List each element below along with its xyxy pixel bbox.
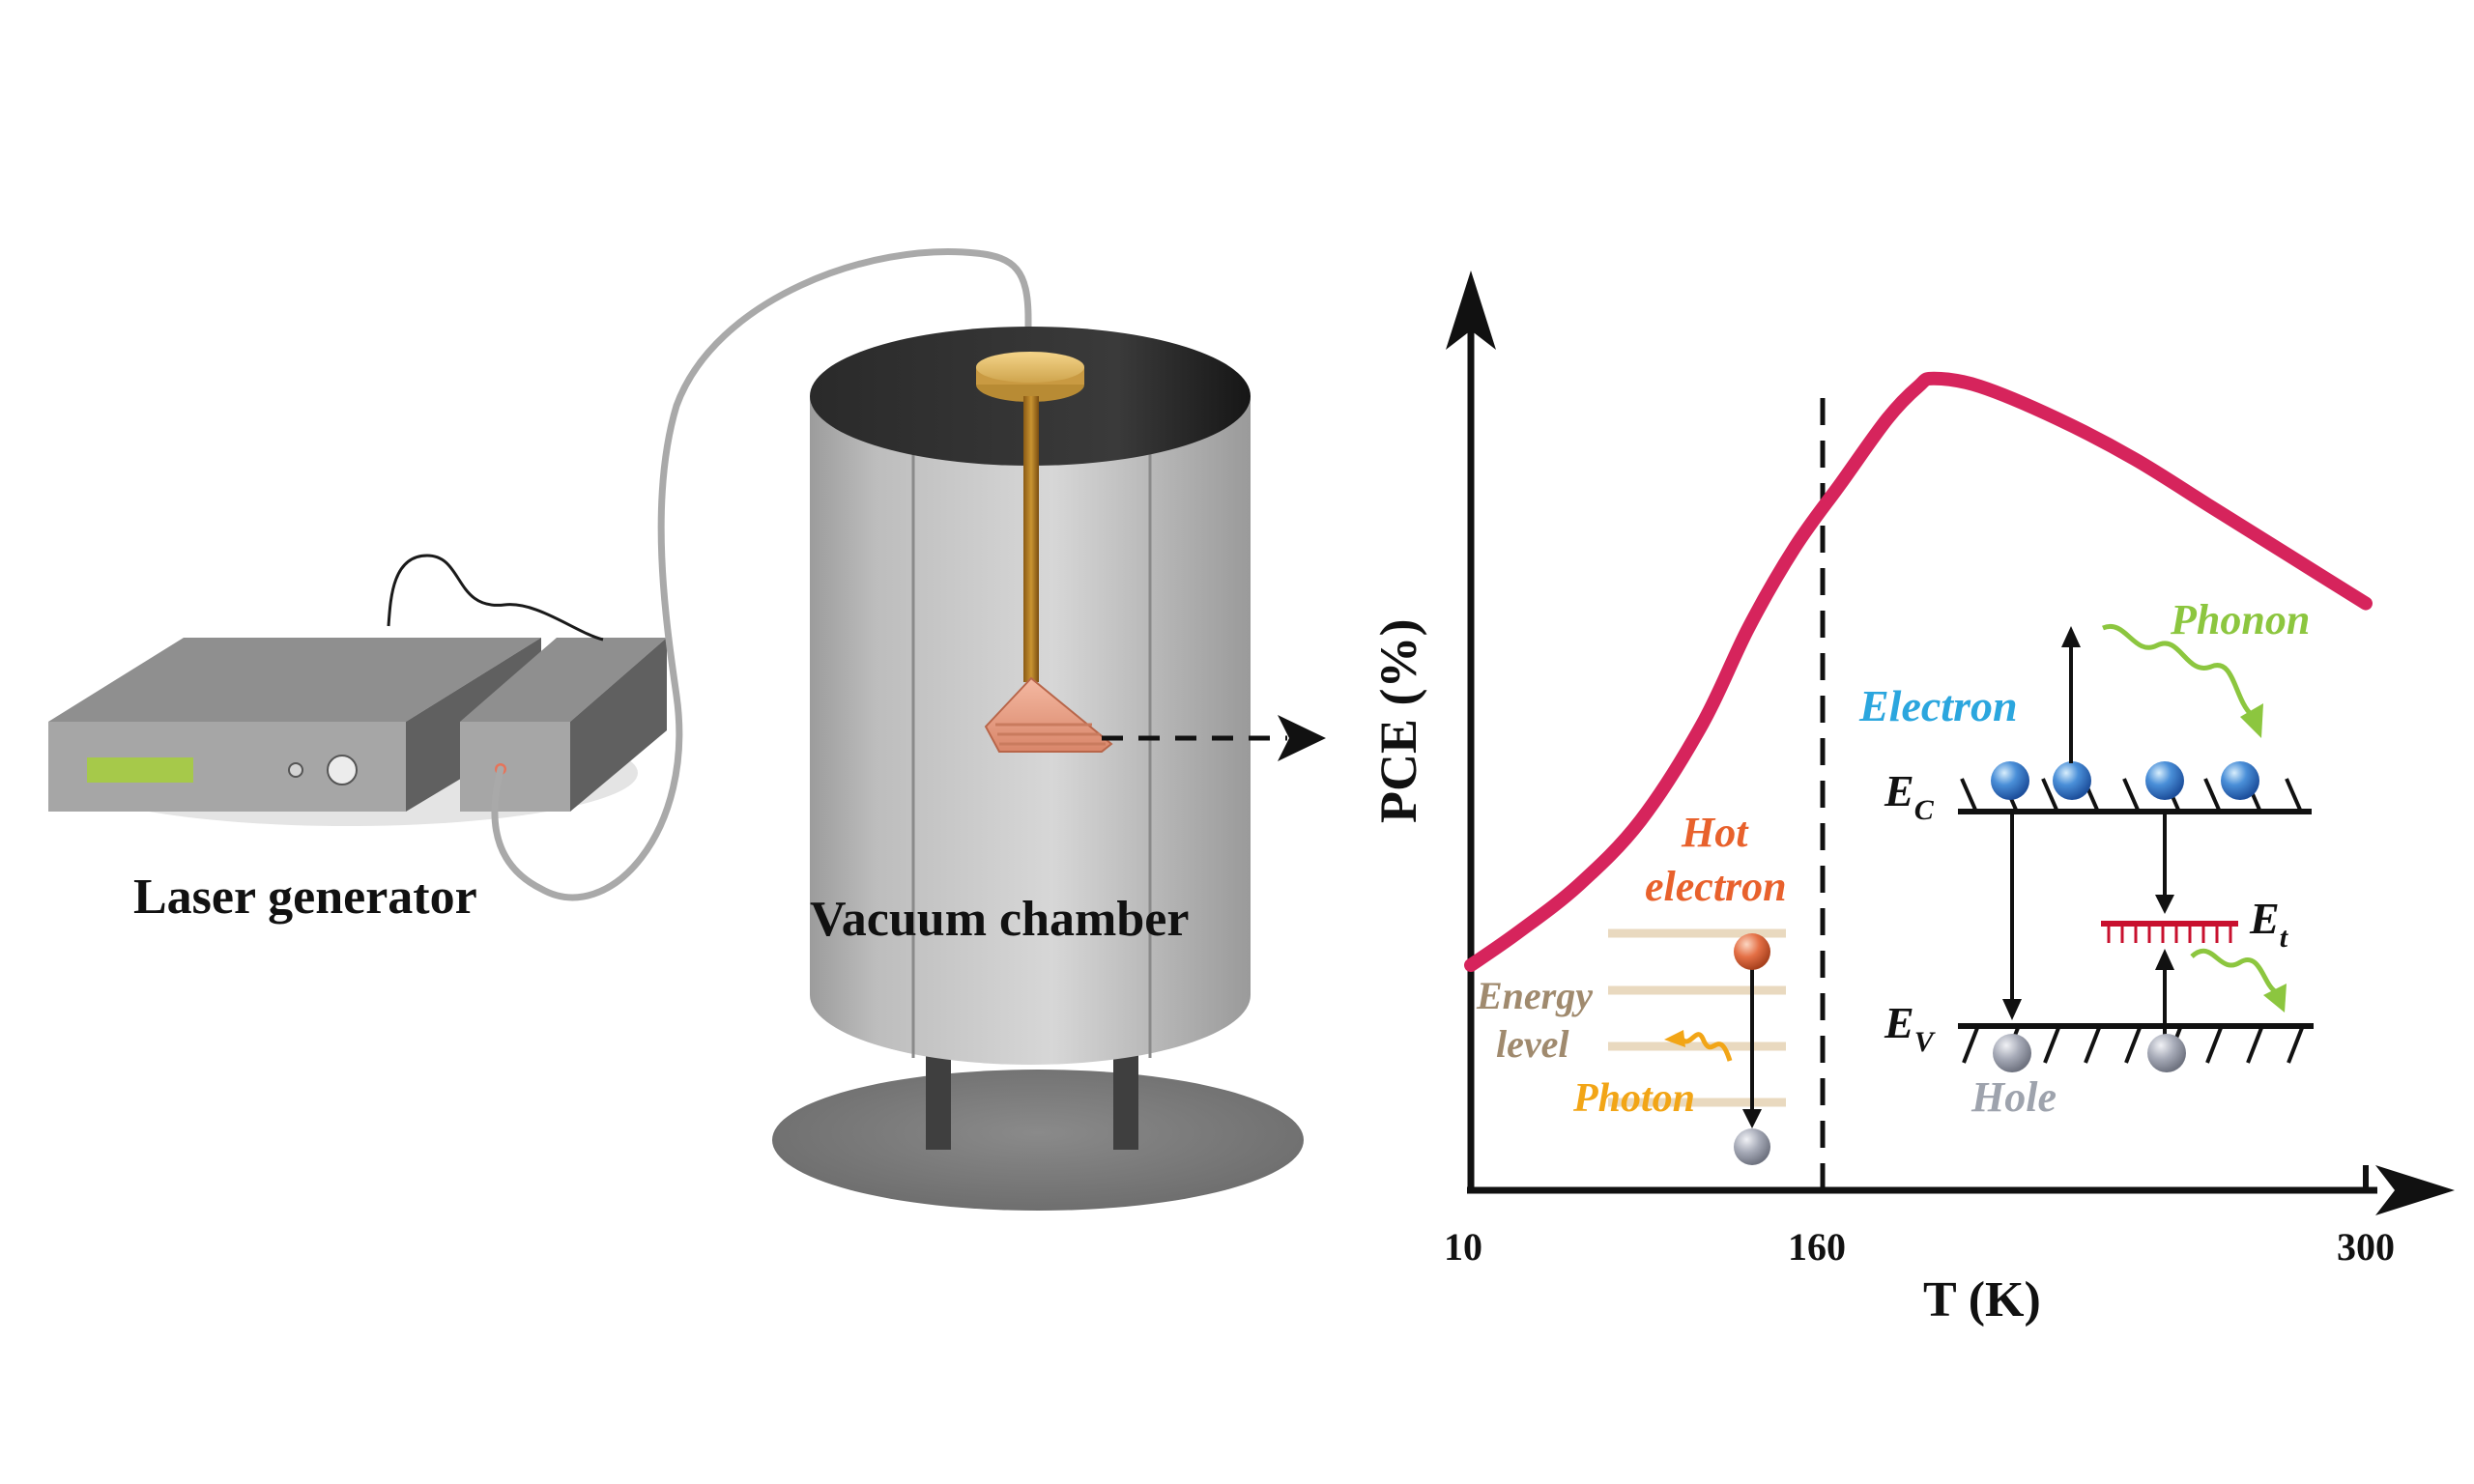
electron-ball-4 — [2221, 761, 2259, 800]
laser-box-top — [48, 638, 541, 722]
electron-label: Electron — [1858, 681, 2018, 730]
laser-large-knob — [327, 755, 358, 785]
et-label: Et — [2249, 894, 2289, 954]
electron-ball-3 — [2145, 761, 2184, 800]
hot-electron-label-line1: Hot — [1681, 809, 1749, 856]
pce-chart — [1446, 271, 2455, 1215]
hot-electron-label-line2: electron — [1645, 863, 1787, 910]
phonon-wave-2 — [2190, 948, 2277, 994]
hot-electron-ball — [1734, 933, 1770, 970]
phonon-arrowhead — [2240, 703, 2263, 738]
zoom-arrowhead — [1278, 715, 1326, 761]
phonon-label: Phonon — [2170, 596, 2310, 643]
hole-ball-2 — [2147, 1034, 2186, 1072]
vacuum-chamber-label: Vacuum chamber — [810, 892, 1189, 947]
laser-module-side — [570, 638, 667, 812]
energy-level-label-line1: Energy — [1476, 974, 1593, 1017]
photon-label: Photon — [1572, 1076, 1695, 1121]
x-tick-label-300: 300 — [2337, 1225, 2395, 1269]
direct-recombination-arrowhead — [2002, 999, 2022, 1020]
x-tick-label-160: 160 — [1788, 1225, 1846, 1269]
chamber-leg-left — [926, 1043, 951, 1150]
relaxation-arrowhead — [1742, 1109, 1762, 1128]
hole-ball-1 — [1993, 1034, 2031, 1072]
chamber-leg-right — [1113, 1043, 1138, 1150]
energy-level-label-line2: level — [1496, 1022, 1569, 1066]
laser-generator-label: Laser generator — [133, 870, 477, 925]
sample-rod — [1023, 396, 1039, 682]
trap-capture-arrowhead — [2155, 895, 2174, 914]
electron-ball-2 — [2053, 761, 2091, 800]
y-axis-arrowhead — [1446, 271, 1496, 350]
x-axis-label: T (K) — [1923, 1272, 2041, 1327]
x-tick-label-10: 10 — [1444, 1225, 1482, 1269]
ec-label: EC — [1884, 766, 1935, 826]
laser-small-knob — [288, 762, 303, 778]
x-axis-arrowhead — [2375, 1165, 2455, 1215]
laser-module-front — [460, 722, 570, 812]
laser-display — [87, 757, 193, 783]
photon-arrowhead — [1664, 1030, 1685, 1047]
trap-release-arrowhead — [2155, 949, 2174, 970]
relaxed-electron-ball — [1734, 1128, 1770, 1165]
photon-wave — [1677, 1032, 1733, 1062]
phonon-wave — [2102, 623, 2254, 717]
excitation-arrowhead — [2061, 626, 2081, 647]
ev-label: EV — [1884, 998, 1937, 1058]
trap-level-hatch — [2107, 926, 2232, 943]
hole-label: Hole — [1971, 1073, 2057, 1121]
y-axis-label: PCE (%) — [1369, 619, 1427, 823]
chamber-base-plate — [772, 1070, 1304, 1211]
laser-generator — [48, 554, 667, 826]
optical-fiber — [491, 248, 1032, 901]
fiber-cap-top — [976, 352, 1084, 383]
electron-ball-1 — [1991, 761, 2029, 800]
band-diagram-inset — [1958, 623, 2314, 1072]
vacuum-chamber — [772, 327, 1304, 1211]
pce-curve — [1464, 371, 2373, 972]
laser-module-top — [460, 638, 667, 722]
control-wire — [387, 554, 604, 642]
phonon-arrowhead-2 — [2263, 984, 2287, 1013]
hot-electron-inset — [1608, 928, 1786, 1165]
